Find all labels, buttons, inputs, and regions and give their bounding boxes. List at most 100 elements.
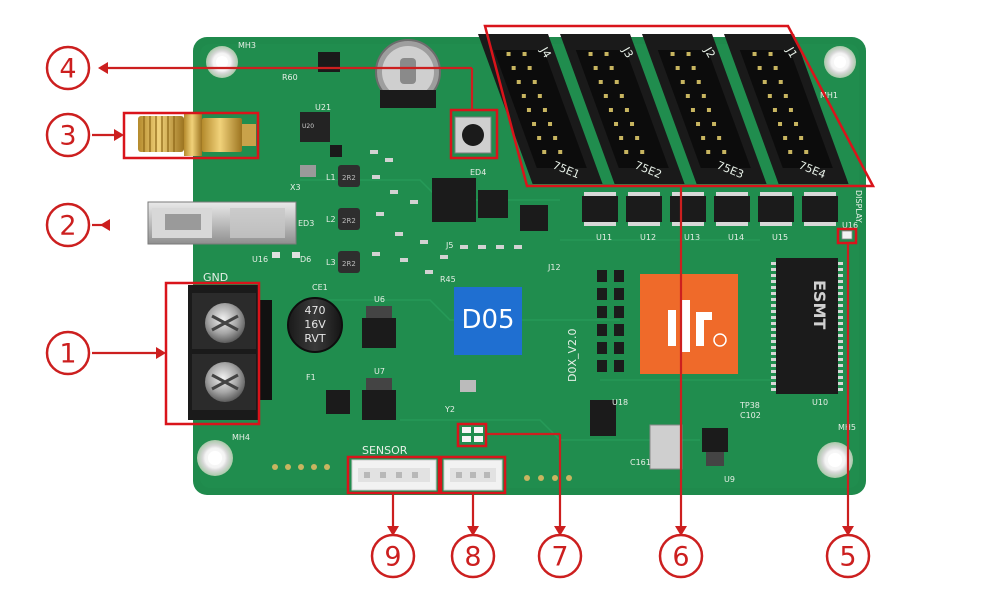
ram-pin xyxy=(838,346,843,349)
header-pin xyxy=(624,108,629,112)
ram-pin xyxy=(771,370,776,373)
ram-pin xyxy=(838,274,843,277)
silk-u9: U9 xyxy=(724,475,735,484)
silk-u12: U12 xyxy=(640,233,656,242)
ram-pin xyxy=(771,328,776,331)
callout-3-number: 3 xyxy=(59,121,76,152)
ram-pin xyxy=(771,358,776,361)
header-pin xyxy=(712,122,717,126)
header-pin xyxy=(675,66,680,70)
callout-7: 7 xyxy=(537,533,583,579)
header-pin xyxy=(609,66,614,70)
hole-label-mh4: MH4 xyxy=(232,433,250,442)
ram-pin xyxy=(838,304,843,307)
silk-u10: U10 xyxy=(812,398,828,407)
ram-pin xyxy=(771,322,776,325)
ram-pin xyxy=(838,364,843,367)
ram-pin xyxy=(771,274,776,277)
silk-x3: X3 xyxy=(290,183,301,192)
inductor-l1 xyxy=(338,165,360,187)
usb-ref-j5: ED3 xyxy=(298,219,314,228)
inductor-l2 xyxy=(338,208,360,230)
callout-5: 5 xyxy=(825,533,871,579)
header-pin xyxy=(542,108,547,112)
header-pin xyxy=(773,66,778,70)
header-pin xyxy=(686,52,691,56)
silk-r96: C161 xyxy=(630,458,651,467)
sensor-connector: SENSOR xyxy=(351,444,437,491)
ram-pin xyxy=(838,388,843,391)
callout-3: 3 xyxy=(45,112,91,158)
ram-pin xyxy=(771,340,776,343)
header-pin xyxy=(619,136,624,140)
buffer-ic-u11 xyxy=(582,196,618,222)
header-pin xyxy=(521,94,526,98)
ram-pin xyxy=(838,310,843,313)
regulator-u9 xyxy=(702,428,728,452)
status-led: U16 DISPLAY xyxy=(841,190,863,240)
header-pin xyxy=(799,136,804,140)
silk-c161: C102 xyxy=(740,411,761,420)
header-pin xyxy=(691,66,696,70)
silk-u13: U13 xyxy=(684,233,700,242)
silk-r60: R60 xyxy=(282,73,298,82)
header-pin xyxy=(603,94,608,98)
hole-label-mh1: MH1 xyxy=(820,91,838,100)
silk-ed3: U16 xyxy=(252,255,268,264)
header-pin xyxy=(516,80,521,84)
header-pin xyxy=(614,122,619,126)
ram-pin xyxy=(771,388,776,391)
buffer-ic-u13 xyxy=(670,196,706,222)
test-button[interactable] xyxy=(454,116,492,154)
pin-row-bottom-left xyxy=(272,464,330,470)
silk-l1: L1 xyxy=(326,173,336,182)
silk-u18: U18 xyxy=(612,398,628,407)
header-pin xyxy=(768,52,773,56)
header-pin xyxy=(598,80,603,84)
callout-1-number: 1 xyxy=(59,339,76,370)
silk-j12: J5 xyxy=(445,241,453,250)
silk-c102: J12 xyxy=(547,263,561,272)
rtc-battery-holder xyxy=(375,39,441,108)
ram-pin xyxy=(838,298,843,301)
ram-pin xyxy=(771,268,776,271)
chip-u20 xyxy=(300,112,330,142)
d05-module: D05 xyxy=(454,287,522,355)
ram-pin xyxy=(838,280,843,283)
ram-chip: ESMT U10 xyxy=(771,258,843,407)
header-pin xyxy=(788,150,793,154)
ram-pin xyxy=(771,310,776,313)
header-pin xyxy=(532,80,537,84)
ram-pin xyxy=(838,340,843,343)
gnd-label: GND xyxy=(203,271,228,284)
ram-pin xyxy=(838,376,843,379)
d05-label: D05 xyxy=(461,305,514,335)
ram-pin xyxy=(771,286,776,289)
header-pin xyxy=(794,122,799,126)
callout-leaders xyxy=(92,62,854,536)
header-pin xyxy=(619,94,624,98)
fpga-chip xyxy=(640,274,738,374)
inductor-l3 xyxy=(338,251,360,273)
ram-pin xyxy=(838,262,843,265)
header-pin xyxy=(757,66,762,70)
header-pin xyxy=(778,122,783,126)
ram-pin xyxy=(771,262,776,265)
header-pin xyxy=(783,94,788,98)
buffer-ic-u15 xyxy=(758,196,794,222)
silk-u14: U14 xyxy=(728,233,744,242)
regulator-u7 xyxy=(362,390,396,420)
cap-line-1: 470 xyxy=(305,304,326,317)
ram-pin xyxy=(838,334,843,337)
ram-pin xyxy=(838,358,843,361)
callout-9: 9 xyxy=(370,533,416,579)
regulator-u6 xyxy=(362,318,396,348)
box-power-terminal xyxy=(164,281,261,426)
silk-u21: U21 xyxy=(315,103,331,112)
buffer-ic-u12 xyxy=(626,196,662,222)
hole-label-mh3: MH3 xyxy=(238,41,256,50)
misc-components: U20 U21 R60 X3 2R2 2R2 2R2 L1 L2 L3 U6 xyxy=(252,52,761,484)
ram-pin xyxy=(838,292,843,295)
